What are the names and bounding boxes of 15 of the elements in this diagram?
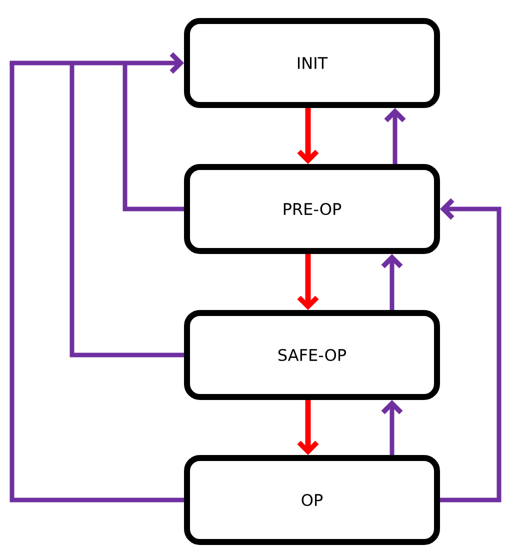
state-box: PRE-OP bbox=[184, 164, 440, 254]
arrow bbox=[381, 400, 403, 455]
arrow bbox=[297, 400, 319, 455]
connector-line bbox=[10, 63, 184, 502]
state-box: INIT bbox=[184, 18, 440, 108]
arrow bbox=[440, 198, 502, 502]
arrow bbox=[384, 108, 406, 164]
connector-line bbox=[70, 63, 184, 358]
connector-line bbox=[122, 63, 184, 212]
arrow bbox=[297, 254, 319, 310]
state-box: OP bbox=[184, 455, 440, 545]
arrow bbox=[381, 254, 403, 310]
arrow bbox=[10, 52, 184, 74]
state-box: SAFE-OP bbox=[184, 310, 440, 400]
arrow bbox=[297, 108, 319, 164]
